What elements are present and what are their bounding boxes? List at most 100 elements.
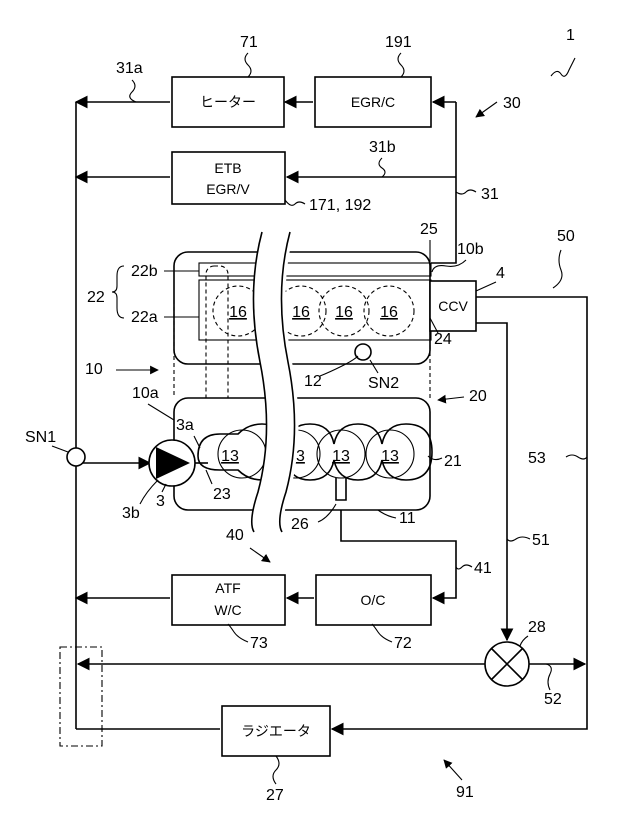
ref-52: 52	[544, 691, 562, 708]
radiator-label: ラジエータ	[241, 723, 311, 739]
leader-3a	[193, 435, 201, 449]
ref-30: 30	[503, 95, 521, 112]
ref-73: 73	[250, 635, 268, 652]
heater-box	[171, 76, 285, 128]
leader-10a	[147, 403, 175, 421]
chamber-label-2: 16	[292, 304, 310, 321]
sensor-sn1-icon	[66, 447, 86, 467]
wc-label: W/C	[214, 602, 241, 618]
leader-12	[319, 355, 359, 377]
leader-3b	[139, 479, 159, 505]
ref-26: 26	[291, 516, 309, 533]
ref-25: 25	[420, 221, 438, 238]
leader-31	[455, 189, 477, 195]
ref-50: 50	[557, 228, 575, 245]
egr-cooler-label: EGR/C	[351, 94, 395, 110]
leader-50	[552, 249, 563, 289]
chamber-label-3: 16	[335, 304, 353, 321]
ref-51: 51	[532, 532, 550, 549]
ref-20: 20	[469, 388, 487, 405]
ccv-box	[429, 280, 477, 332]
ref-171-192: 171, 192	[309, 197, 371, 214]
heater-label: ヒーター	[200, 94, 256, 110]
break-band	[251, 232, 299, 532]
ref-10a: 10a	[132, 385, 159, 402]
sensor-sn2-icon	[354, 343, 372, 361]
ref-31: 31	[481, 186, 499, 203]
leader-4	[475, 281, 497, 292]
ref-11: 11	[399, 510, 416, 527]
leader-3	[161, 483, 167, 493]
leader-31a	[129, 79, 137, 103]
chamber-label-4: 16	[380, 304, 398, 321]
oil-cooler-label: O/C	[361, 592, 386, 608]
ref-10: 10	[85, 361, 103, 378]
leader-41	[455, 564, 473, 570]
leader-51	[506, 536, 531, 542]
outlet-26	[335, 478, 347, 501]
leader-23	[205, 469, 213, 485]
leader-52	[545, 663, 552, 691]
ref-12: 12	[304, 373, 322, 390]
leader-171	[284, 199, 306, 206]
line-31	[431, 102, 457, 264]
leader-figure	[550, 57, 576, 77]
break-line-left	[250, 231, 268, 533]
arrow-30	[475, 101, 498, 118]
ref-3b: 3b	[122, 505, 140, 522]
junction-box	[59, 646, 103, 747]
line-53	[330, 296, 588, 736]
ref-40: 40	[226, 527, 244, 544]
atf-wc-box	[171, 574, 286, 626]
leader-24	[429, 317, 439, 334]
leader-11	[377, 509, 397, 519]
bore-label-3: 13	[332, 448, 350, 465]
chamber-label-1: 16	[229, 304, 247, 321]
etb-egrv-box	[171, 151, 286, 205]
ref-sn2: SN2	[368, 375, 399, 392]
leader-53	[565, 454, 588, 460]
line-41	[340, 510, 457, 605]
ref-10b: 10b	[457, 241, 484, 258]
ref-3: 3	[156, 493, 165, 510]
ref-23: 23	[213, 486, 231, 503]
combustion-chamber-3	[318, 285, 370, 337]
ref-3a: 3a	[176, 417, 194, 434]
figure-number: 1	[566, 27, 575, 44]
leader-sn2	[369, 359, 379, 374]
ref-31b: 31b	[369, 139, 396, 156]
cylinder-bore-3	[316, 429, 366, 479]
atf-label: ATF	[215, 580, 240, 596]
ref-22: 22	[87, 289, 105, 306]
line-51	[476, 322, 514, 642]
oil-cooler-box	[315, 574, 432, 626]
pump-arrow-icon	[156, 447, 190, 479]
cylinder-bore-4	[365, 429, 415, 479]
ref-22a: 22a	[131, 309, 158, 326]
ref-31a: 31a	[116, 60, 143, 77]
leader-28	[519, 635, 529, 647]
leader-73	[227, 623, 249, 643]
ref-24: 24	[434, 331, 452, 348]
egrv-label: EGR/V	[206, 181, 250, 197]
valve-cross-icon	[490, 647, 524, 681]
etb-label: ETB	[214, 160, 241, 176]
ref-41: 41	[474, 560, 492, 577]
passage-3a	[205, 265, 229, 457]
ref-53: 53	[528, 450, 546, 467]
ccv-label: CCV	[438, 298, 468, 314]
ref-71: 71	[240, 34, 258, 51]
bore-label-4: 13	[381, 448, 399, 465]
leader-26	[317, 503, 337, 523]
ref-21: 21	[444, 453, 462, 470]
jacket-22b	[198, 262, 432, 277]
arrow-40	[249, 547, 271, 563]
arrow-91	[443, 759, 463, 781]
combustion-chamber-4	[363, 285, 415, 337]
leader-191	[397, 52, 405, 78]
egr-cooler-box	[314, 76, 432, 128]
leader-27	[272, 755, 280, 785]
ref-72: 72	[394, 635, 412, 652]
ref-22b: 22b	[131, 263, 158, 280]
